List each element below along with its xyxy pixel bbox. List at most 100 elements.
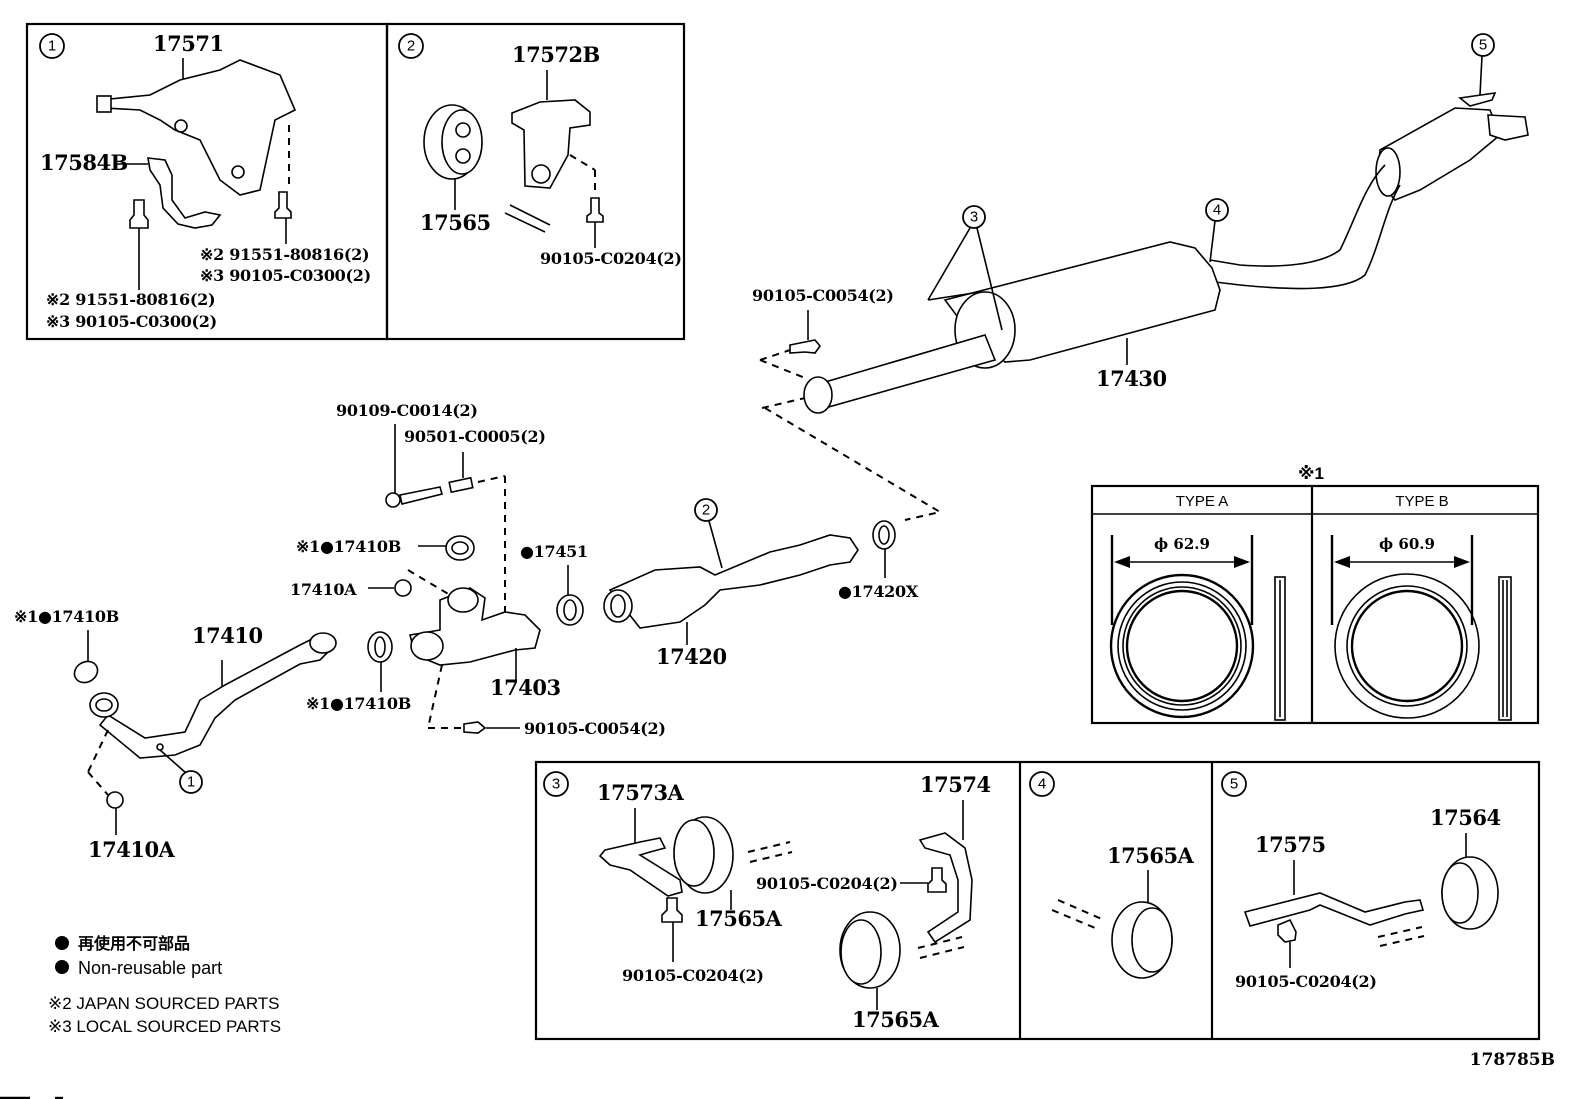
assembly-dashed-line <box>407 569 451 596</box>
part-label-bolt-box3-right[interactable]: 90105-C0204(2) <box>756 874 898 893</box>
leader-line <box>1209 220 1216 263</box>
pipe-stub <box>1051 909 1101 931</box>
part-label-muffler-bolt[interactable]: 90105-C0054(2) <box>752 286 894 305</box>
assembly-dashed-line <box>87 771 109 796</box>
pipe-stub <box>747 841 791 853</box>
part-label-17574[interactable]: 17574 <box>920 772 991 797</box>
spring-icon <box>448 476 474 494</box>
nut-icon <box>394 579 412 597</box>
type-b-diameter: ϕ 60.9 <box>1379 535 1435 553</box>
part-label-17565A-right[interactable]: 17565A <box>852 1007 940 1032</box>
callout-4-text: 4 <box>1213 202 1221 219</box>
part-label-bolt-left-local[interactable]: ※3 90105-C0300(2) <box>46 312 217 331</box>
part-label-17565A-left[interactable]: 17565A <box>695 906 783 931</box>
callout-5-text: 5 <box>1479 37 1487 54</box>
part-label-17410A-lower[interactable]: 17410A <box>88 837 176 862</box>
part-label-bolt-right-jp[interactable]: ※2 91551-80816(2) <box>200 245 370 264</box>
pipe-stub <box>1379 935 1425 947</box>
leader-line <box>976 227 1003 331</box>
pipe-stub <box>504 212 546 233</box>
assembly-dashed-line <box>569 154 596 171</box>
callout-5 <box>1471 33 1495 57</box>
hanger-rod <box>927 291 981 301</box>
front-pipe-section <box>813 334 997 409</box>
callout-marker-1 <box>39 33 65 59</box>
bolt-icon <box>274 191 292 219</box>
callout-marker-2 <box>398 33 424 59</box>
part-label-bolt-box3-left[interactable]: 90105-C0204(2) <box>622 966 764 985</box>
manifold-flange <box>410 631 444 661</box>
nut-icon <box>106 791 124 809</box>
assembly-dashed-line <box>759 349 791 361</box>
pipe-stub <box>509 204 551 226</box>
converter-inlet <box>610 594 626 618</box>
part-label-17403[interactable]: 17403 <box>490 675 561 700</box>
part-label-17572B[interactable]: 17572B <box>512 42 600 67</box>
hanger-bracket-17575 <box>1243 892 1425 927</box>
type-table-title: ※1 <box>1298 464 1324 483</box>
callout-3-text: 3 <box>970 209 978 226</box>
hanger-hole <box>455 148 471 164</box>
part-label-gasket-upper[interactable]: ※1●17410B <box>296 537 401 556</box>
part-label-bolt-right-local[interactable]: ※3 90105-C0300(2) <box>200 266 371 285</box>
part-label-90109-C0014[interactable]: 90109-C0014(2) <box>336 401 478 420</box>
gasket-icon <box>73 660 99 684</box>
rear-exhaust-assembly: 5 4 3 90105-C0054(2) 17430 <box>752 33 1529 414</box>
detail-box-3: 3 17573A 17565A 90105-C0204(2) 17574 901… <box>534 760 1541 1041</box>
front-exhaust-assembly: 90109-C0014(2) 90501-C0005(2) ※1●17410B … <box>14 401 919 862</box>
callout-marker-3 <box>543 771 569 797</box>
part-label-17575[interactable]: 17575 <box>1255 832 1326 857</box>
assembly-dashed-line <box>764 407 943 521</box>
callout-1-text: 1 <box>187 774 195 791</box>
part-label-17410A-upper[interactable]: 17410A <box>290 580 357 599</box>
gasket-hole <box>451 541 469 555</box>
assembly-dashed-line <box>759 359 806 379</box>
part-label-bolt-left-jp[interactable]: ※2 91551-80816(2) <box>46 290 216 309</box>
legend-non-reusable-en: Non-reusable part <box>78 958 222 978</box>
part-label-17410[interactable]: 17410 <box>192 623 263 648</box>
part-label-17430[interactable]: 17430 <box>1096 366 1167 391</box>
callout-marker-5-text: 5 <box>1230 776 1238 793</box>
part-label-17451[interactable]: ●17451 <box>520 542 588 561</box>
part-label-gasket-left[interactable]: ※1●17410B <box>14 607 119 626</box>
clamp-17584B <box>147 157 222 229</box>
type-a-gasket-ring <box>1122 586 1242 706</box>
part-label-17584B[interactable]: 17584B <box>40 150 128 175</box>
part-label-17420[interactable]: 17420 <box>656 644 727 669</box>
part-label-17565A-box4[interactable]: 17565A <box>1107 843 1195 868</box>
part-label-90105-C0054-lower[interactable]: 90105-C0054(2) <box>524 719 666 738</box>
type-a-header: TYPE A <box>1176 493 1229 510</box>
heat-insulator-bracket-17571 <box>98 59 297 196</box>
part-label-17573A[interactable]: 17573A <box>597 780 685 805</box>
muffler-inlet <box>1375 147 1401 197</box>
part-label-17420X[interactable]: ●17420X <box>838 582 919 601</box>
rubber-hanger-face <box>673 819 715 887</box>
bolt-icon <box>661 897 683 923</box>
part-label-bolt-box5[interactable]: 90105-C0204(2) <box>1235 972 1377 991</box>
bolt-head <box>385 492 401 508</box>
callout-3 <box>962 205 986 229</box>
part-label-17564[interactable]: 17564 <box>1430 805 1501 830</box>
legend-note-local-sourced: ※3 LOCAL SOURCED PARTS <box>48 1017 281 1036</box>
part-label-bolt-box2[interactable]: 90105-C0204(2) <box>540 249 682 268</box>
type-b-gasket-profile <box>1498 576 1512 721</box>
part-label-gasket-lower[interactable]: ※1●17410B <box>306 694 411 713</box>
bolt-icon <box>129 199 149 229</box>
part-label-17571[interactable]: 17571 <box>153 31 224 56</box>
type-a-gasket-ring <box>1109 573 1255 719</box>
detail-box-5: 5 17575 90105-C0204(2) 17564 <box>1221 771 1501 991</box>
type-b-gasket-ring <box>1346 585 1468 707</box>
hanger-bracket-17573A <box>598 837 683 897</box>
bullet-icon <box>55 960 69 974</box>
part-label-90501-C0005[interactable]: 90501-C0005(2) <box>404 427 546 446</box>
manifold-flange <box>447 587 479 613</box>
detail-box-4: 4 17565A <box>1029 771 1195 979</box>
type-b-header: TYPE B <box>1395 493 1448 510</box>
callout-2 <box>694 498 718 522</box>
rubber-hanger-face <box>1441 862 1479 924</box>
callout-4 <box>1205 198 1229 222</box>
type-a-diameter: ϕ 62.9 <box>1154 535 1210 553</box>
part-label-17565[interactable]: 17565 <box>420 210 491 235</box>
type-a-gasket-ring <box>1117 581 1247 711</box>
